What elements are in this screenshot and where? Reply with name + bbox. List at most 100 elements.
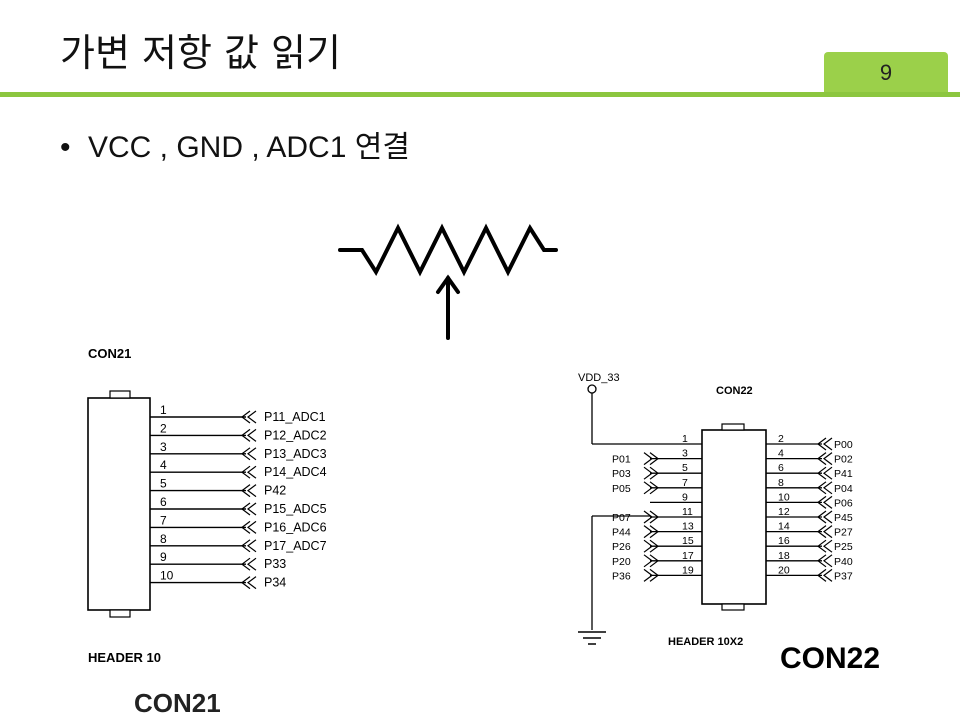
con22-right-net-arrow bbox=[817, 481, 827, 495]
con22-right-net-label: P00 bbox=[834, 439, 853, 451]
con22-left-net-arrow bbox=[643, 481, 653, 495]
con21-net-label: P16_ADC6 bbox=[264, 520, 327, 534]
con22-power-label: VDD_33 bbox=[578, 372, 620, 384]
con21-body bbox=[87, 397, 151, 611]
con21-net-label: P12_ADC2 bbox=[264, 428, 327, 442]
con22-right-net-arrow bbox=[817, 510, 827, 524]
con22-left-pin-number: 3 bbox=[682, 448, 688, 460]
con22-footer: HEADER 10X2 bbox=[668, 636, 743, 648]
con22-left-pin-number: 17 bbox=[682, 550, 694, 562]
con21-net-label: P34 bbox=[264, 576, 286, 590]
con22-right-pin-number: 20 bbox=[778, 564, 790, 576]
page-number-badge: 9 bbox=[824, 52, 948, 92]
con22-left-net-arrow bbox=[649, 452, 659, 466]
con22-right-pin-number: 8 bbox=[778, 477, 784, 489]
con22-ref: CON22 bbox=[716, 385, 753, 397]
con22-left-net-arrow bbox=[643, 525, 653, 539]
con22-left-net-arrow bbox=[649, 466, 659, 480]
con21-net-arrow bbox=[247, 576, 257, 590]
con21-ref: CON21 bbox=[88, 346, 131, 361]
con21-net-arrow bbox=[247, 447, 257, 461]
con22-left-net-arrow bbox=[643, 539, 653, 553]
con22-body bbox=[701, 429, 767, 605]
con21-pin-number: 4 bbox=[160, 458, 167, 472]
con21-bottom-tab bbox=[109, 609, 131, 618]
con22-left-pin-number: 11 bbox=[682, 506, 693, 518]
con22-right-pin-number: 14 bbox=[778, 521, 790, 533]
con22-right-net-arrow bbox=[817, 466, 827, 480]
con22-left-pin-number: 15 bbox=[682, 535, 694, 547]
con22-right-net-arrow bbox=[817, 554, 827, 568]
potentiometer-symbol bbox=[338, 223, 558, 340]
con22-right-net-arrow bbox=[823, 452, 833, 466]
con21-pin-number: 9 bbox=[160, 550, 167, 564]
con21-pin-number: 2 bbox=[160, 421, 167, 435]
con21-net-arrow bbox=[247, 539, 257, 553]
con22-left-net-label: P01 bbox=[612, 454, 631, 466]
con22-left-net-label: P20 bbox=[612, 556, 631, 568]
con22-right-pin-number: 6 bbox=[778, 462, 784, 474]
con22-right-net-label: P27 bbox=[834, 527, 853, 539]
con22-right-net-arrow bbox=[823, 466, 833, 480]
con22-left-pin-number: 19 bbox=[682, 564, 694, 576]
con22-left-net-arrow bbox=[649, 568, 659, 582]
con22-left-pin-number: 1 bbox=[682, 433, 688, 445]
con22-left-net-arrow bbox=[649, 525, 659, 539]
con22-right-net-arrow bbox=[817, 495, 827, 509]
con21-net-arrow bbox=[247, 520, 257, 534]
con22-left-net-label: P26 bbox=[612, 541, 631, 553]
con22-right-net-label: P37 bbox=[834, 570, 853, 582]
con22-left-net-arrow bbox=[643, 452, 653, 466]
con21-pin-number: 10 bbox=[160, 569, 174, 583]
con21-pin-number: 8 bbox=[160, 532, 167, 546]
con22-left-net-arrow bbox=[643, 466, 653, 480]
con21-net-label: P17_ADC7 bbox=[264, 539, 327, 553]
con21-net-label: P14_ADC4 bbox=[264, 465, 327, 479]
con21-footer: HEADER 10 bbox=[88, 650, 161, 665]
con22-right-pin-number: 18 bbox=[778, 550, 790, 562]
con22-right-net-arrow bbox=[817, 452, 827, 466]
con21-net-arrow bbox=[247, 428, 257, 442]
con22-left-net-arrow bbox=[649, 539, 659, 553]
con21-net-arrow bbox=[247, 484, 257, 498]
con21-net-label: P15_ADC5 bbox=[264, 502, 327, 516]
con22-right-net-arrow bbox=[823, 437, 833, 451]
con21-net-arrow bbox=[241, 520, 251, 534]
con21-net-label: P33 bbox=[264, 557, 286, 571]
con22-right-net-arrow bbox=[823, 568, 833, 582]
con22-right-net-arrow bbox=[823, 554, 833, 568]
con22-right-net-arrow bbox=[823, 495, 833, 509]
con21-net-arrow bbox=[241, 428, 251, 442]
con21-pin-number: 1 bbox=[160, 403, 167, 417]
con22-right-net-label: P40 bbox=[834, 556, 853, 568]
con22-right-net-arrow bbox=[823, 525, 833, 539]
con22-right-net-label: P04 bbox=[834, 483, 853, 495]
con22-left-net-label: P05 bbox=[612, 483, 631, 495]
con21-net-arrow bbox=[241, 465, 251, 479]
con22-big-label: CON22 bbox=[780, 642, 880, 675]
con22-right-pin-number: 10 bbox=[778, 491, 790, 503]
con22-right-net-label: P06 bbox=[834, 497, 853, 509]
con22-right-net-arrow bbox=[817, 568, 827, 582]
con22-left-net-arrow bbox=[643, 554, 653, 568]
con21-net-arrow bbox=[247, 410, 257, 424]
con22-right-net-arrow bbox=[817, 539, 827, 553]
con21-net-label: P13_ADC3 bbox=[264, 447, 327, 461]
con21-net-arrow bbox=[247, 557, 257, 571]
con22-right-pin-number: 16 bbox=[778, 535, 790, 547]
con22-left-pin-number: 13 bbox=[682, 521, 694, 533]
bullet-text: VCC , GND , ADC1 연결 bbox=[88, 131, 410, 164]
con22-top-tab bbox=[721, 423, 745, 431]
con22-left-net-label: P07 bbox=[612, 512, 631, 524]
wiper-arrow-head bbox=[436, 274, 460, 294]
con21-net-arrow bbox=[241, 576, 251, 590]
con22-header: VDD_33 CON22 13P015P037P05911P0713P4415P… bbox=[578, 372, 880, 675]
con21-pin-number: 7 bbox=[160, 513, 167, 527]
resistor-zigzag bbox=[338, 223, 558, 277]
con21-net-label: P42 bbox=[264, 484, 286, 498]
con21-net-arrow bbox=[247, 465, 257, 479]
con22-right-net-label: P25 bbox=[834, 541, 853, 553]
con22-right-pin-number: 12 bbox=[778, 506, 790, 518]
con22-left-net-arrow bbox=[649, 481, 659, 495]
